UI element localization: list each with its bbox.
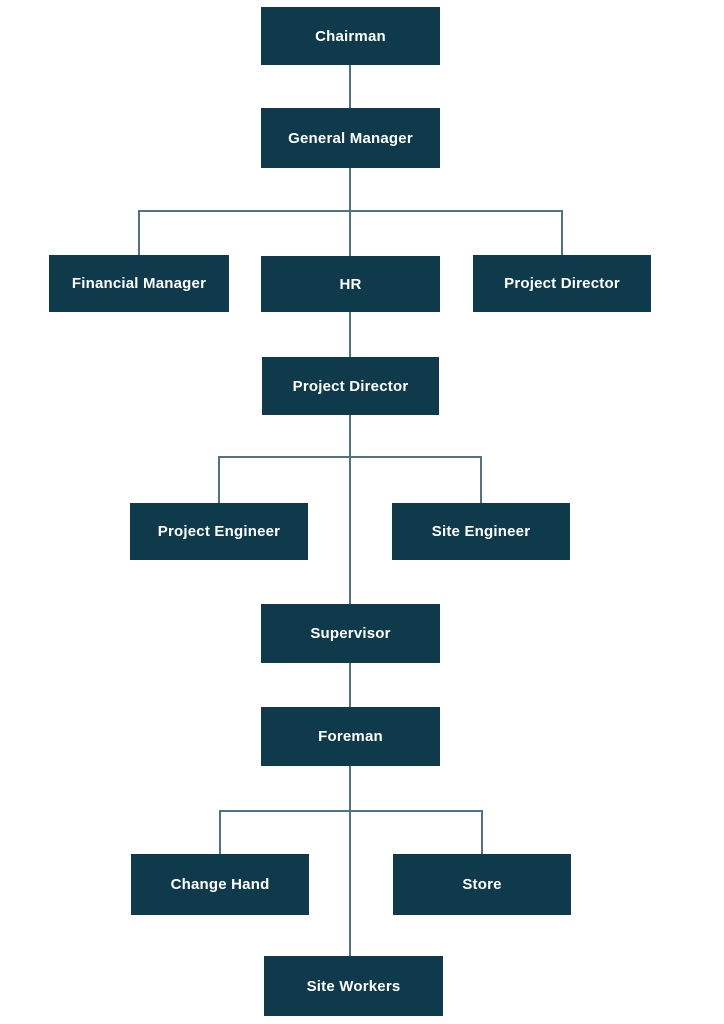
node-label: HR: [339, 275, 362, 293]
node-label: General Manager: [288, 129, 413, 147]
node-label: Site Engineer: [431, 523, 531, 540]
node-label: Site Workers: [306, 977, 401, 995]
node-site-engineer: Site Engineer: [392, 503, 570, 560]
connector-to-store: [481, 811, 483, 854]
connector-to-change-hand: [219, 811, 221, 854]
node-change-hand: Change Hand: [131, 854, 309, 915]
connector-gm-hr: [349, 168, 351, 256]
node-project-engineer: Project Engineer: [130, 503, 308, 560]
node-hr: HR: [261, 256, 440, 312]
connector-to-site-engineer: [480, 457, 482, 503]
connector-to-project-director: [561, 211, 563, 255]
node-site-workers: Site Workers: [264, 956, 443, 1016]
node-label: Project Director: [504, 275, 620, 292]
node-general-manager: General Manager: [261, 108, 440, 168]
connector-hr-pd: [349, 312, 351, 357]
node-store: Store: [393, 854, 571, 915]
node-label: Supervisor: [310, 625, 391, 642]
node-project-director-mid: Project Director: [262, 357, 439, 415]
node-label: Chairman: [315, 27, 386, 45]
node-label: Financial Manager: [71, 275, 207, 292]
connector-pd-supervisor: [349, 415, 351, 604]
connector-supervisor-foreman: [349, 663, 351, 707]
connector-chairman-gm: [349, 65, 351, 108]
node-label: Foreman: [318, 728, 383, 745]
connector-branch-row2: [218, 456, 482, 458]
node-supervisor: Supervisor: [261, 604, 440, 663]
node-foreman: Foreman: [261, 707, 440, 766]
connector-to-financial: [138, 211, 140, 255]
connector-branch-row3: [219, 810, 483, 812]
node-label: Store: [462, 876, 502, 893]
node-financial-manager: Financial Manager: [49, 255, 229, 312]
connector-to-project-engineer: [218, 457, 220, 503]
connector-branch-row1: [138, 210, 563, 212]
node-label: Project Engineer: [157, 523, 281, 540]
connector-foreman-siteworkers: [349, 766, 351, 956]
node-label: Change Hand: [170, 876, 270, 893]
node-label: Project Director: [292, 377, 409, 395]
node-chairman: Chairman: [261, 7, 440, 65]
node-project-director-top: Project Director: [473, 255, 651, 312]
